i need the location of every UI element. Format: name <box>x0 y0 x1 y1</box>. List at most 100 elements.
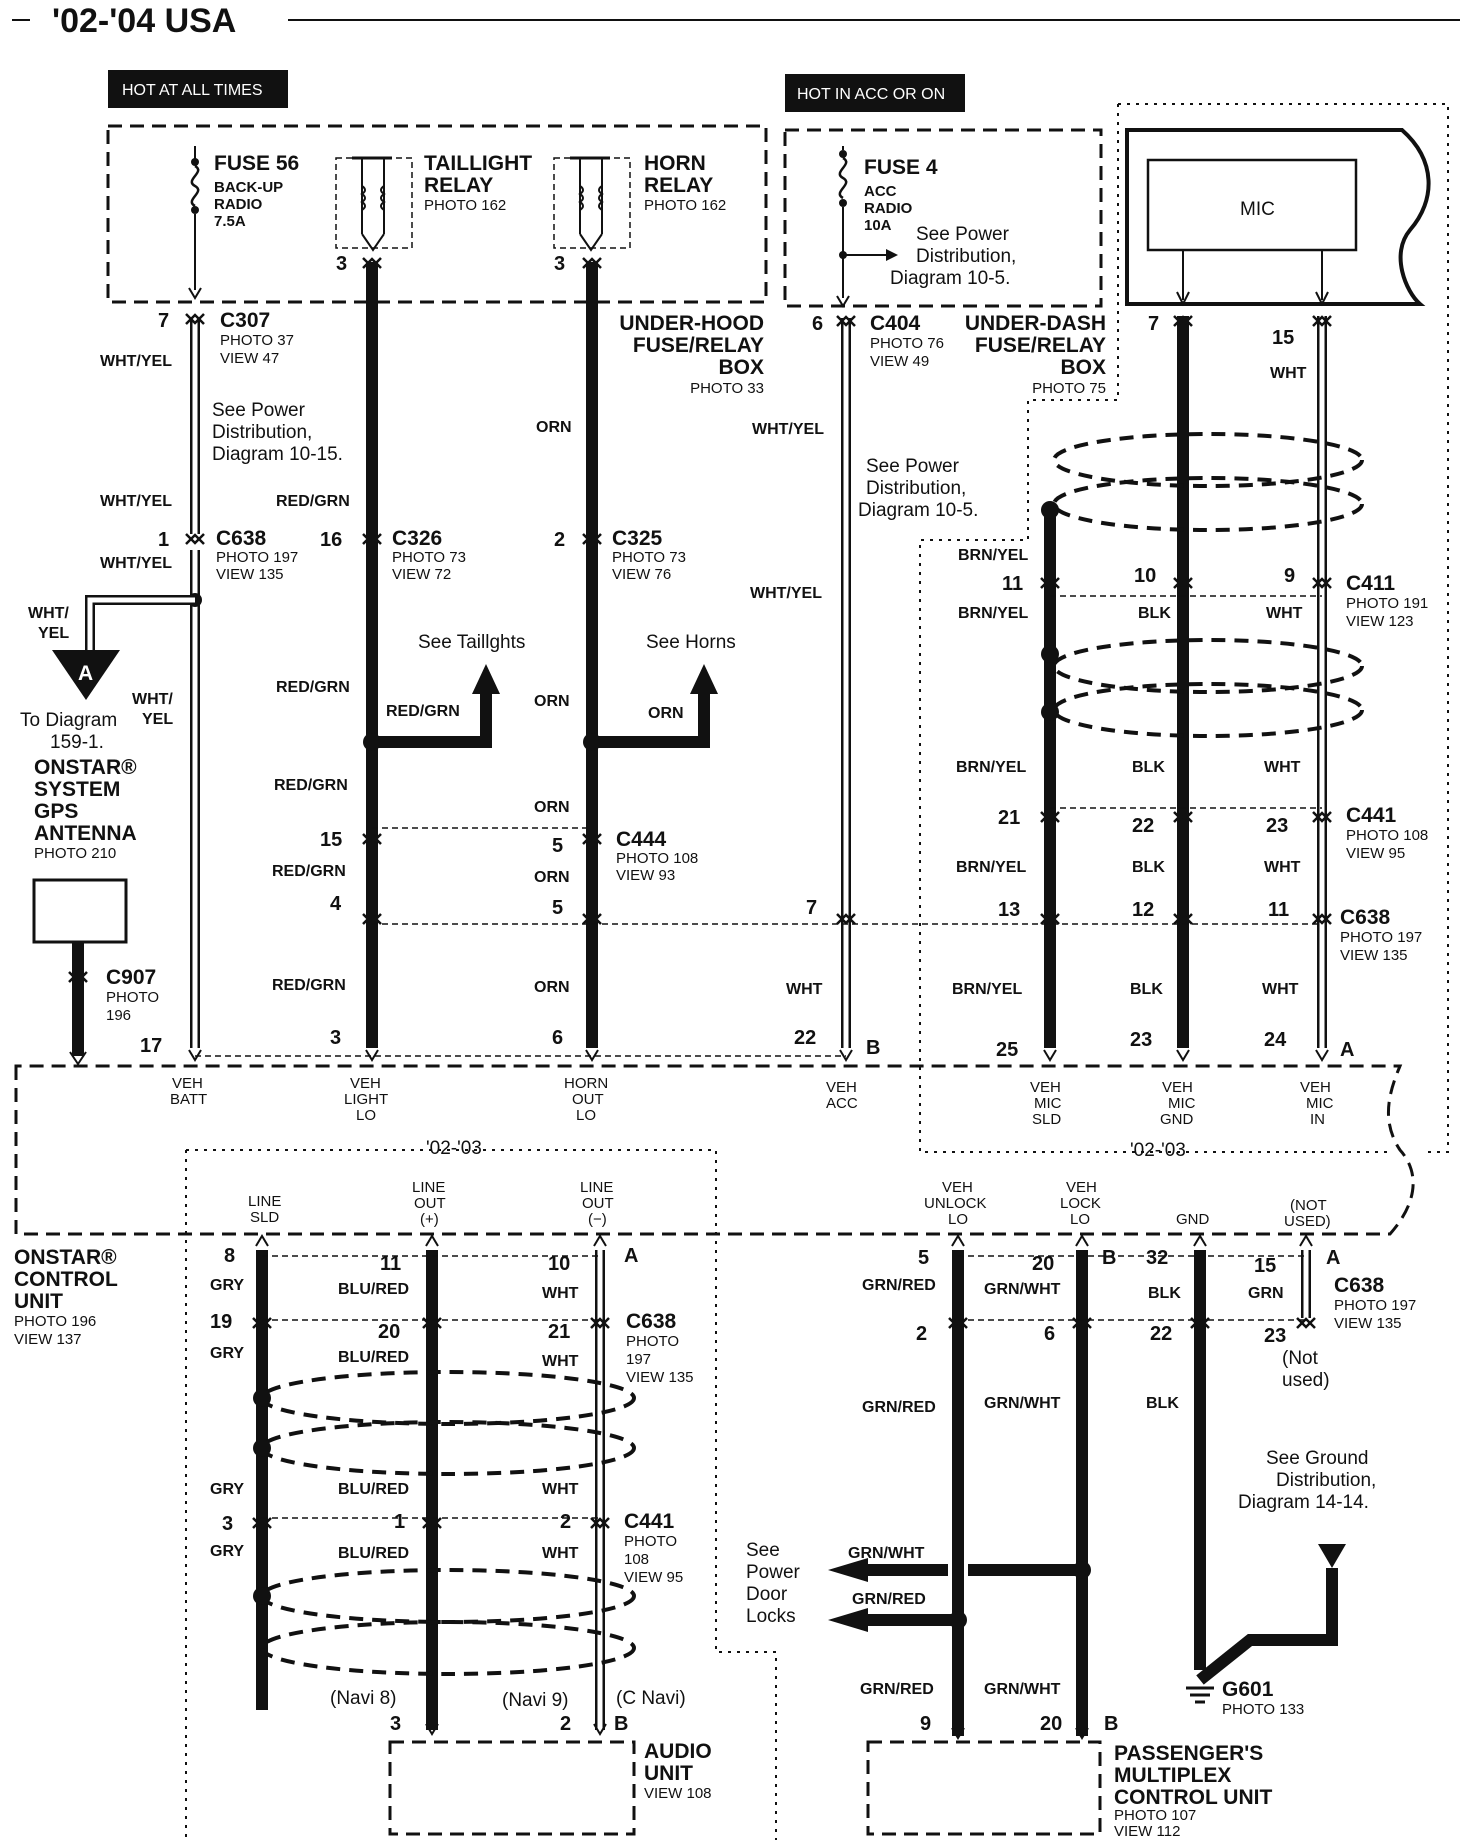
control-unit-label-2: CONTROL <box>14 1268 118 1291</box>
pin-B-unit: B <box>866 1037 880 1059</box>
unit-pin-lock-1: VEH <box>1066 1179 1097 1196</box>
antenna-photo: PHOTO 210 <box>34 845 116 862</box>
pin-23-unit: 23 <box>1130 1029 1152 1051</box>
audio-pin-3-mark <box>425 1723 439 1736</box>
pin-3-taillight: 3 <box>336 253 347 275</box>
cnavi-note: (C Navi) <box>616 1688 686 1709</box>
pin-25-unit: 25 <box>996 1039 1018 1061</box>
unit-pin-linesld-1: LINE <box>248 1193 281 1210</box>
arrow-door-locks-2 <box>828 1608 868 1632</box>
g601-photo: PHOTO 133 <box>1222 1701 1304 1718</box>
unit-pin-batt-1: VEH <box>172 1075 203 1092</box>
taillight-relay-name2: RELAY <box>424 174 493 197</box>
unit-pin-micin-3: IN <box>1310 1111 1325 1128</box>
wire-label-gry-2: GRY <box>210 1345 244 1362</box>
unit-pin-light-2: LIGHT <box>344 1091 388 1108</box>
underdash-label-2: FUSE/RELAY <box>975 334 1106 357</box>
wire-label-orn-5: ORN <box>534 979 570 996</box>
wire-label-rg-2: RED/GRN <box>276 679 350 696</box>
control-unit-photo: PHOTO 196 <box>14 1313 96 1330</box>
audio-unit-outline <box>388 1740 636 1836</box>
pin-15-c444: 15 <box>320 829 342 851</box>
g601-id: G601 <box>1222 1678 1274 1701</box>
unit-pin-acc-2: ACC <box>826 1095 858 1112</box>
pin-11-c411: 11 <box>1002 573 1023 595</box>
c441b-view: VIEW 95 <box>624 1569 683 1586</box>
pin-3-horn: 3 <box>554 253 565 275</box>
c638c-view: VIEW 135 <box>1334 1315 1402 1332</box>
underdash-box-outline <box>783 128 1103 308</box>
c441a-view: VIEW 95 <box>1346 845 1405 862</box>
wire-label-wht-line-4: WHT <box>542 1545 579 1562</box>
taillight-relay-coil <box>352 156 392 252</box>
multiplex-label-2: MULTIPLEX <box>1114 1764 1231 1787</box>
drain-lower-1 <box>253 1389 271 1407</box>
taillight-relay-outline <box>335 157 413 249</box>
pd1015-note-1: See Power <box>212 400 306 421</box>
unit-pin-micin-1: VEH <box>1300 1079 1331 1096</box>
pin-22-unit: 22 <box>794 1027 816 1049</box>
c638b-id: C638 <box>1340 906 1391 929</box>
pin-10-lower: 10 <box>548 1253 570 1275</box>
wire-label-rg-5: RED/GRN <box>272 977 346 994</box>
mic-label: MIC <box>1240 199 1275 220</box>
pin-1-c441-lower: 1 <box>394 1511 405 1533</box>
branch-red-grn <box>372 690 492 748</box>
wire-label-grnred-3: GRN/RED <box>860 1681 934 1698</box>
unit-pin-lineoutp-2: OUT <box>414 1195 446 1212</box>
door-locks-note-4: Locks <box>746 1606 796 1627</box>
fuse-4-desc2: RADIO <box>864 200 913 217</box>
pin-16: 16 <box>320 529 342 551</box>
drain-lower-2 <box>253 1439 271 1457</box>
pin-20-lower: 20 <box>378 1321 400 1343</box>
pin-21-c441: 21 <box>998 807 1020 829</box>
antenna-label-1: ONSTAR® <box>34 756 137 779</box>
horn-relay-name1: HORN <box>644 152 706 175</box>
mic-component-outline <box>1125 128 1431 306</box>
c325-id: C325 <box>612 527 663 550</box>
c441b-id: C441 <box>624 1510 675 1533</box>
hot-acc-label: HOT IN ACC OR ON <box>797 86 945 103</box>
c638d-photo: PHOTO <box>626 1333 679 1350</box>
pin-6-unit: 6 <box>552 1027 563 1049</box>
pin-9-c411: 9 <box>1284 565 1295 587</box>
shield-drain-2 <box>1041 645 1059 663</box>
pin-A-lower-right: A <box>1326 1247 1340 1269</box>
horn-relay-photo: PHOTO 162 <box>644 197 726 214</box>
wire-label-blured-1: BLU/RED <box>338 1281 409 1298</box>
pin-6-lower-right: 6 <box>1044 1323 1055 1345</box>
fuse-4-name: FUSE 4 <box>864 156 938 179</box>
wire-label-by-3: BRN/YEL <box>956 759 1026 776</box>
gps-antenna-box <box>32 878 128 944</box>
pin-24-unit: 24 <box>1264 1029 1287 1051</box>
multiplex-pin-9: 9 <box>920 1713 931 1735</box>
wire-label-by-2: BRN/YEL <box>958 605 1028 622</box>
pin-A-unit: A <box>1340 1039 1354 1061</box>
shield-ellipse-2 <box>1052 476 1364 532</box>
underhood-photo: PHOTO 33 <box>690 380 764 397</box>
antenna-label-3: GPS <box>34 800 78 823</box>
wire-label-wht-mic-2: WHT <box>1266 605 1303 622</box>
to-diagram-1: To Diagram <box>20 710 117 731</box>
arrow-horns <box>690 664 718 694</box>
pd1015-note-2: Distribution, <box>212 422 312 443</box>
pin-5-c444: 5 <box>552 835 563 857</box>
pin-23-c441: 23 <box>1266 815 1288 837</box>
pin10-mark <box>593 1234 607 1247</box>
wire-label-wht-mic-4: WHT <box>1264 859 1301 876</box>
wire-label-blured-2: BLU/RED <box>338 1349 409 1366</box>
pin-B-lower-right: B <box>1102 1247 1116 1269</box>
see-horns-note: See Horns <box>646 632 736 653</box>
pin-23-lower-right: 23 <box>1264 1325 1286 1347</box>
wire-label-blk-3: BLK <box>1132 859 1165 876</box>
wire-label-wht-line-2: WHT <box>542 1353 579 1370</box>
pin-8: 8 <box>224 1245 235 1267</box>
door-locks-note-1: See <box>746 1540 780 1561</box>
wire-label-wht-mic-1: WHT <box>1270 365 1307 382</box>
unit-pin-micsld-3: SLD <box>1032 1111 1061 1128</box>
wire-label-orn-4: ORN <box>534 869 570 886</box>
audio-pin-2-mark <box>593 1723 607 1736</box>
c325-view: VIEW 76 <box>612 566 671 583</box>
pin-2-c441-lower: 2 <box>560 1511 571 1533</box>
pin-11-lower: 11 <box>380 1253 401 1275</box>
